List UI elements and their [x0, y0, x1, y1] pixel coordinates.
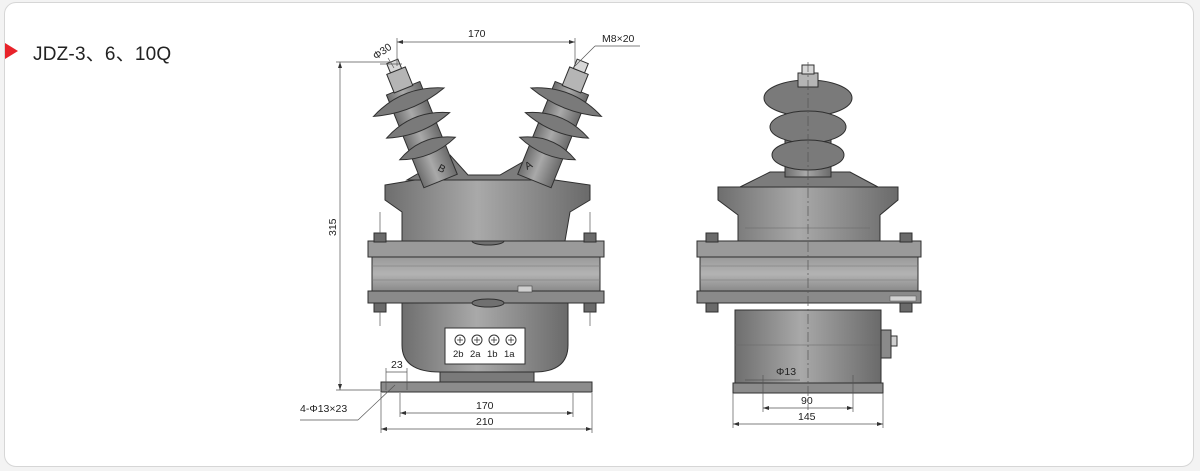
drawing-card: JDZ-3、6、10Q: [4, 2, 1194, 467]
dim-side-hole-spacing: 90: [801, 395, 813, 407]
dim-terminal-dia: Φ30: [371, 41, 394, 62]
dim-base-inner: 170: [476, 400, 494, 412]
front-view: [367, 58, 605, 393]
terminal-label-1b: 1b: [487, 349, 498, 360]
dim-top-width: 170: [468, 28, 486, 40]
terminal-label-2a: 2a: [470, 349, 481, 360]
dim-side-base-width: 145: [798, 411, 816, 423]
clamp-band: [371, 256, 601, 292]
terminal-label-2b: 2b: [453, 349, 464, 360]
bushing-a: [517, 58, 603, 189]
side-dimensions: [732, 62, 884, 428]
dim-mounting-holes: 4-Φ13×23: [300, 403, 347, 415]
model-title: JDZ-3、6、10Q: [33, 44, 172, 65]
terminal-label-1a: 1a: [504, 349, 515, 360]
dim-height: 315: [327, 218, 339, 236]
dim-hole-spacing: 23: [391, 359, 403, 371]
dim-base-outer: 210: [476, 416, 494, 428]
bushing-b: [372, 58, 458, 189]
phase-label-a: A: [523, 159, 535, 173]
side-clamp-band: [699, 256, 919, 292]
title-marker-icon: [5, 43, 18, 59]
front-dimensions: [300, 38, 640, 433]
upper-body: [384, 179, 591, 242]
dim-side-hole-dia: Φ13: [776, 366, 796, 378]
side-view: [696, 64, 922, 394]
base-plate: [380, 381, 593, 393]
dim-terminal-thread: M8×20: [602, 33, 635, 45]
phase-label-b: B: [436, 162, 448, 176]
